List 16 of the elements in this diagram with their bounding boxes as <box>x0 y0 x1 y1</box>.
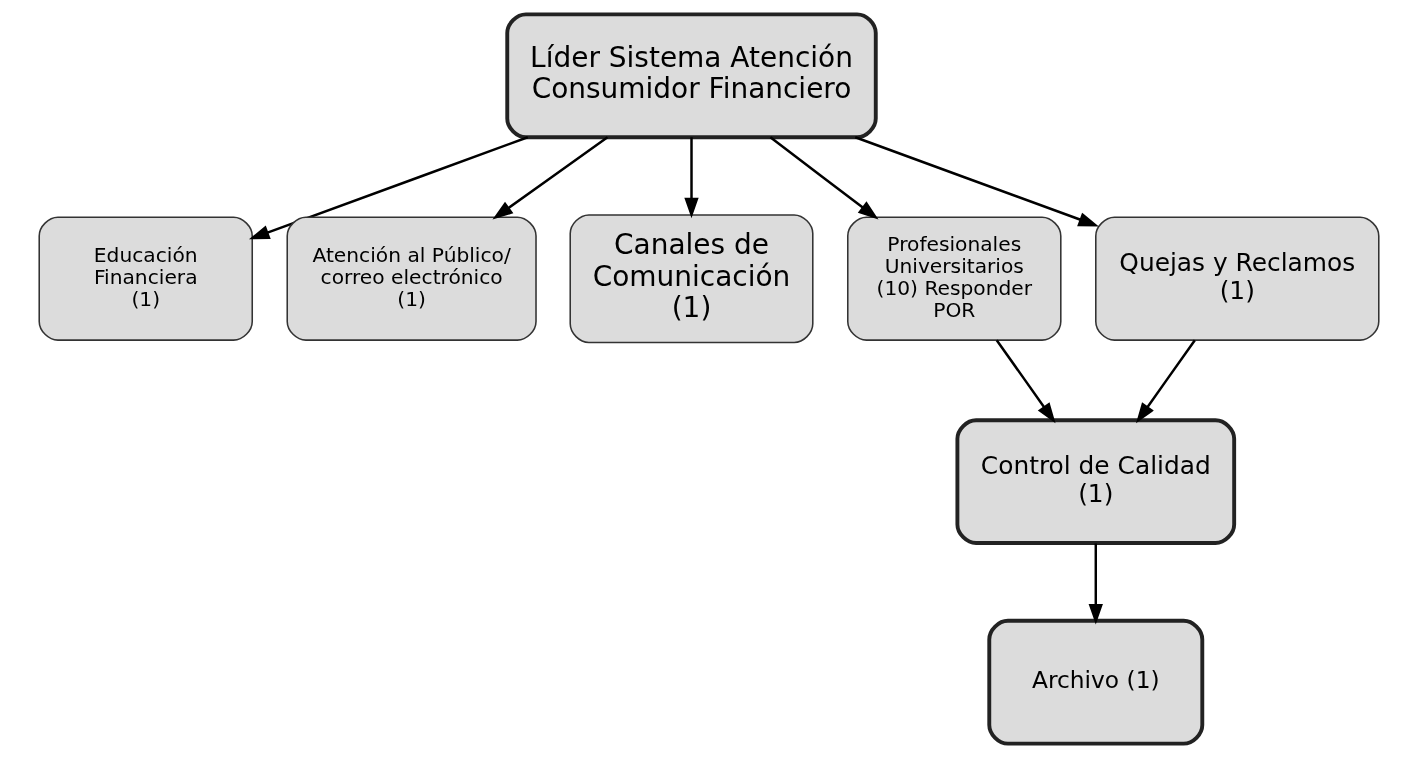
arrow <box>492 136 609 220</box>
node-box: Canales de Comunicación (1) <box>569 214 814 344</box>
arrow <box>995 339 1056 424</box>
node-box: Control de Calidad (1) <box>955 418 1237 545</box>
arrow <box>248 136 529 240</box>
arrow <box>1088 543 1103 625</box>
node-box: Archivo (1) <box>987 618 1205 746</box>
node-box: Líder Sistema Atención Consumidor Financiero <box>505 12 878 140</box>
node-box: Quejas y Reclamos (1) <box>1095 216 1380 341</box>
node-box: Atención al Público/ correo electrónico (1) <box>286 216 537 341</box>
arrow <box>769 136 879 220</box>
node-box: Profesionales Universitarios (10) Responder POR <box>847 216 1062 341</box>
node-box: Educación Financiera (1) <box>38 216 253 341</box>
arrow <box>684 137 699 219</box>
arrow <box>1136 339 1196 424</box>
arrow <box>854 136 1099 227</box>
